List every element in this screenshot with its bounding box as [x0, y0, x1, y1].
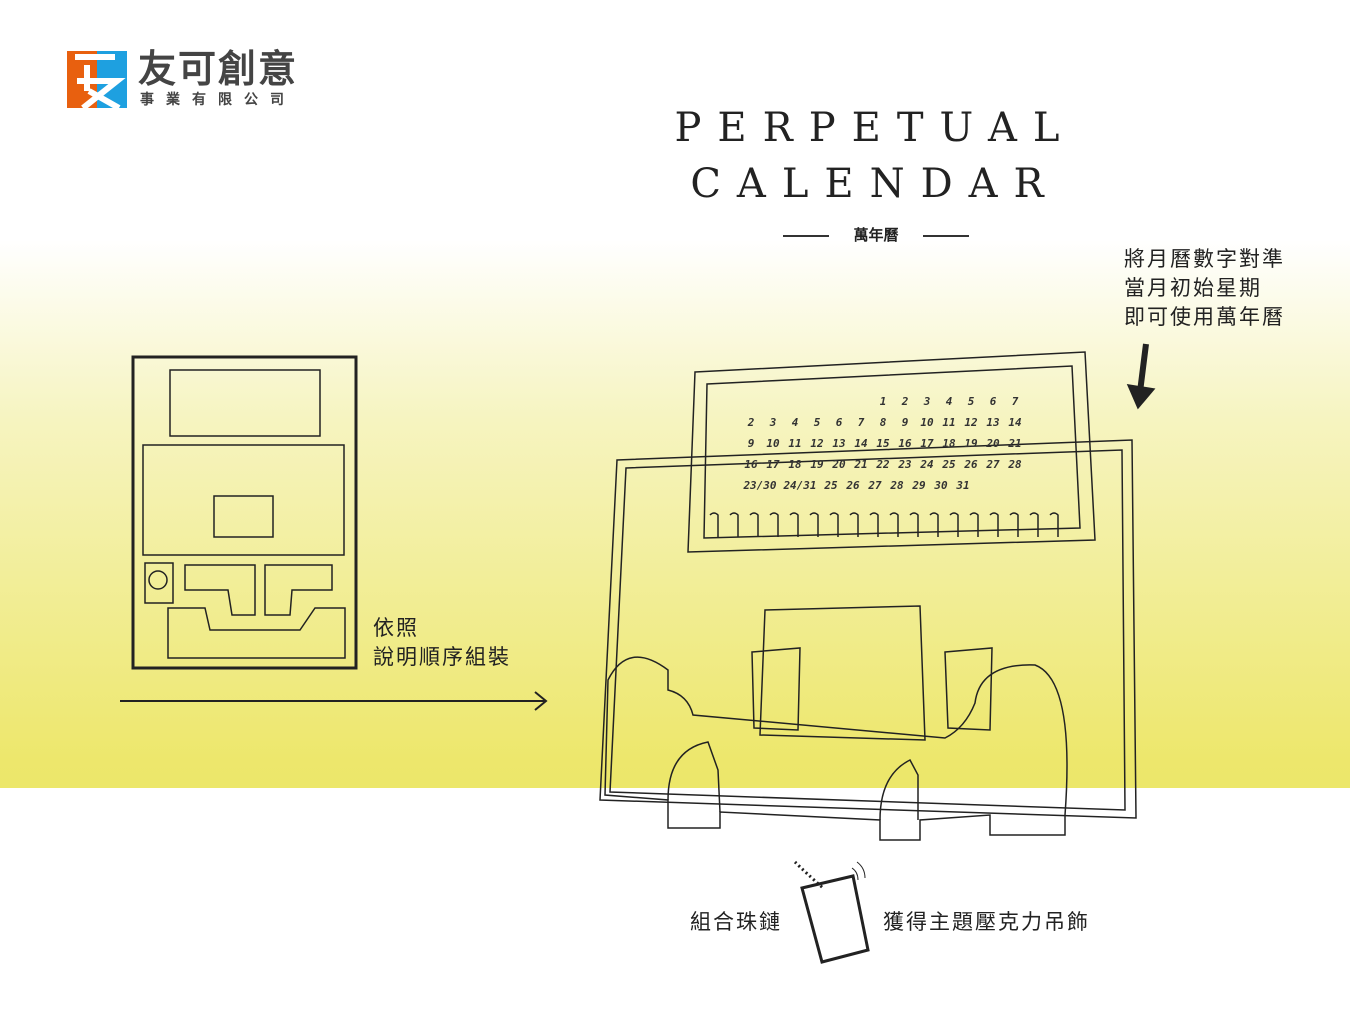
calendar-day: 9 — [747, 437, 755, 450]
calendar-day: 28 — [890, 479, 904, 492]
calendar-day: 8 — [879, 416, 887, 429]
parts-sheet-frame — [131, 355, 358, 670]
calendar-day: 22 — [876, 458, 890, 471]
calendar-day: 6 — [989, 395, 997, 408]
align-note: 將月曆數字對準 當月初始星期 即可使用萬年曆 — [1124, 245, 1285, 332]
calendar-row: 16 17 18 19 20 21 22 23 24 25 26 27 28 — [740, 458, 1026, 479]
calendar-day: 16 — [898, 437, 912, 450]
calendar-day: 27 — [986, 458, 1000, 471]
calendar-day: 23 — [898, 458, 912, 471]
calendar-day: 27 — [868, 479, 882, 492]
charm-note: 獲得主題壓克力吊飾 — [883, 910, 1090, 934]
calendar-row: 1 2 3 4 5 6 7 — [740, 395, 1026, 416]
note-line: 將月曆數字對準 — [1124, 247, 1285, 271]
calendar-day: 2 — [901, 395, 909, 408]
calendar-day: 11 — [788, 437, 802, 450]
calendar-day: 10 — [920, 416, 934, 429]
calendar-day: 19 — [964, 437, 978, 450]
calendar-row: 9 10 11 12 13 14 15 16 17 18 19 20 21 — [740, 437, 1026, 458]
calendar-day: 12 — [810, 437, 824, 450]
parts-outline — [142, 369, 346, 659]
calendar-day: 24/31 — [783, 479, 817, 492]
calendar-day: 21 — [854, 458, 868, 471]
calendar-day: 14 — [854, 437, 868, 450]
bead-ring — [148, 570, 168, 590]
calendar-day: 14 — [1008, 416, 1022, 429]
brand-name: 友可創意 — [138, 47, 299, 91]
calendar-day: 9 — [901, 416, 909, 429]
subtitle-text: 萬年曆 — [853, 226, 899, 244]
calendar-day: 20 — [986, 437, 1000, 450]
chain-icon — [793, 860, 824, 890]
calendar-day: 5 — [967, 395, 975, 408]
stand-base — [604, 656, 1068, 841]
note-line: 說明順序組裝 — [373, 645, 511, 669]
calendar-day: 19 — [810, 458, 824, 471]
calendar-day: 16 — [744, 458, 758, 471]
calendar-day: 15 — [876, 437, 890, 450]
calendar-day: 7 — [1011, 395, 1019, 408]
calendar-day: 2 — [747, 416, 755, 429]
assemble-note: 依照 說明順序組裝 — [373, 614, 511, 672]
sparkle-icon — [851, 861, 866, 881]
calendar-row: 2 3 4 5 6 7 8 9 10 11 12 13 14 — [740, 416, 1026, 437]
charm-icon — [800, 874, 870, 964]
calendar-day: 6 — [835, 416, 843, 429]
down-arrow-head — [1126, 384, 1156, 410]
calendar-day: 11 — [942, 416, 956, 429]
calendar-day: 10 — [766, 437, 780, 450]
title-line-2: CALENDAR — [690, 161, 1060, 207]
calendar-day: 23/30 — [743, 479, 777, 492]
calendar-plate — [687, 351, 1096, 553]
calendar-row: 23/30 24/31 25 26 27 28 29 30 31 — [740, 479, 1026, 500]
calendar-day: 17 — [920, 437, 934, 450]
stand-center — [751, 605, 993, 741]
calendar-day: 30 — [934, 479, 948, 492]
calendar-day: 4 — [791, 416, 799, 429]
calendar-day: 4 — [945, 395, 953, 408]
calendar-day: 21 — [1008, 437, 1022, 450]
calendar-day: 18 — [788, 458, 802, 471]
logo-icon — [67, 51, 127, 111]
calendar-day: 24 — [920, 458, 934, 471]
calendar-day: 1 — [879, 395, 887, 408]
note-line: 當月初始星期 — [1124, 276, 1262, 300]
chain-note: 組合珠鏈 — [690, 910, 782, 934]
calendar-day: 17 — [766, 458, 780, 471]
calendar-day: 31 — [956, 479, 970, 492]
calendar-slots — [709, 512, 1059, 537]
calendar-day: 12 — [964, 416, 978, 429]
title-subtitle: 萬年曆 — [736, 226, 1016, 244]
down-arrow-shaft — [1137, 343, 1149, 393]
calendar-day: 25 — [942, 458, 956, 471]
brand-subtitle: 事業有限公司 — [140, 92, 296, 108]
front-plate — [599, 439, 1137, 819]
calendar-day: 3 — [923, 395, 931, 408]
note-line: 即可使用萬年曆 — [1124, 305, 1285, 329]
calendar-day: 13 — [986, 416, 1000, 429]
stand-feet — [667, 741, 919, 821]
title-line-1: PERPETUAL — [674, 105, 1076, 151]
calendar-day: 28 — [1008, 458, 1022, 471]
calendar-day: 18 — [942, 437, 956, 450]
calendar-day: 26 — [846, 479, 860, 492]
logo-mark — [67, 51, 127, 111]
calendar-day: 25 — [824, 479, 838, 492]
calendar-day: 13 — [832, 437, 846, 450]
assemble-arrow — [120, 691, 548, 711]
calendar-day: 7 — [857, 416, 865, 429]
calendar-day: 29 — [912, 479, 926, 492]
calendar-day: 20 — [832, 458, 846, 471]
calendar-day: 5 — [813, 416, 821, 429]
calendar-day: 3 — [769, 416, 777, 429]
calendar-day: 26 — [964, 458, 978, 471]
note-line: 依照 — [373, 616, 419, 640]
